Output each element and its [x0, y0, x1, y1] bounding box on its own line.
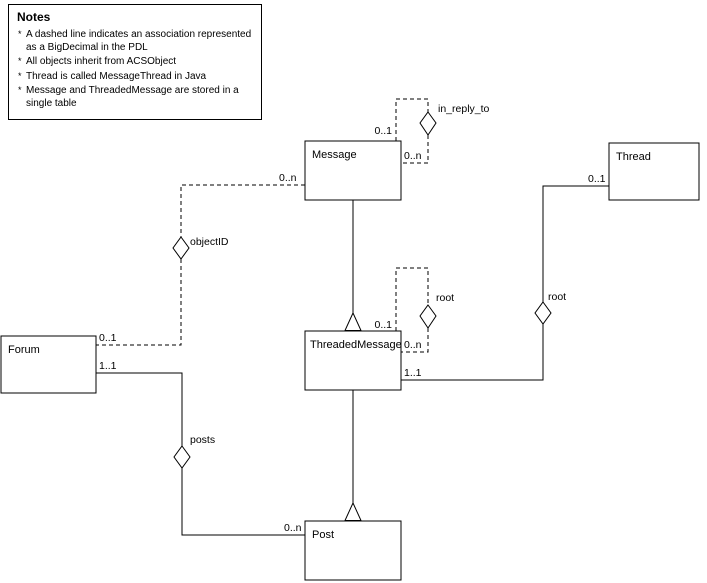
association-line-in-reply-to-upper	[395, 98, 429, 141]
notes-box: Notes A dashed line indicates an associa…	[8, 4, 262, 121]
thread-class-box	[608, 142, 700, 201]
generalization-triangle-post	[344, 501, 362, 521]
root-self-mult-target: 0..n	[404, 339, 422, 351]
root-thread-mult-threadedmessage: 1..1	[404, 367, 422, 379]
note-item: All objects inherit from ACSObject	[17, 55, 253, 68]
objectid-mult-message: 0..n	[279, 172, 297, 184]
notes-list: A dashed line indicates an association r…	[17, 28, 253, 110]
association-line-in-reply-to-lower	[401, 135, 429, 164]
association-line-posts-upper	[96, 372, 183, 446]
association-line-root-thread-upper	[542, 185, 609, 302]
in-reply-to-diamond	[419, 111, 437, 136]
note-item: Thread is called MessageThread in Java	[17, 70, 253, 83]
generalization-triangle-threadedmessage	[344, 311, 362, 331]
objectid-mult-forum: 0..1	[99, 332, 117, 344]
in-reply-to-mult-target: 0..n	[404, 150, 422, 162]
posts-mult-forum: 1..1	[99, 360, 117, 372]
root-thread-label: root	[548, 291, 566, 303]
association-line-posts-lower	[181, 468, 305, 536]
posts-label: posts	[190, 434, 215, 446]
posts-diamond	[173, 445, 191, 469]
root-thread-diamond	[534, 301, 552, 325]
root-self-mult-source: 0..1	[374, 319, 392, 331]
threadedmessage-class-box	[304, 330, 402, 391]
notes-title: Notes	[17, 10, 51, 24]
root-self-label: root	[436, 292, 454, 304]
in-reply-to-mult-source: 0..1	[374, 125, 392, 137]
threadedmessage-class-label: ThreadedMessage	[310, 339, 402, 351]
message-class-label: Message	[312, 149, 357, 161]
post-class-label: Post	[312, 529, 334, 541]
objectid-diamond	[172, 236, 190, 260]
forum-class-label: Forum	[8, 344, 40, 356]
association-line-root-thread-lower	[401, 324, 544, 381]
note-item: A dashed line indicates an association r…	[17, 28, 253, 54]
association-line-root-self-upper	[395, 267, 429, 331]
message-class-box	[304, 140, 402, 201]
association-line-objectid-upper	[180, 184, 305, 237]
association-line-root-self-lower	[401, 328, 429, 353]
objectid-label: objectID	[190, 236, 229, 248]
posts-mult-post: 0..n	[284, 522, 302, 534]
note-item: Message and ThreadedMessage are stored i…	[17, 84, 253, 110]
association-line-objectid-lower	[96, 259, 182, 346]
in-reply-to-label: in_reply_to	[438, 103, 490, 115]
forum-class-box	[0, 335, 97, 394]
post-class-box	[304, 520, 402, 581]
thread-class-label: Thread	[616, 151, 651, 163]
root-self-diamond	[419, 304, 437, 329]
root-thread-mult-thread: 0..1	[588, 173, 606, 185]
